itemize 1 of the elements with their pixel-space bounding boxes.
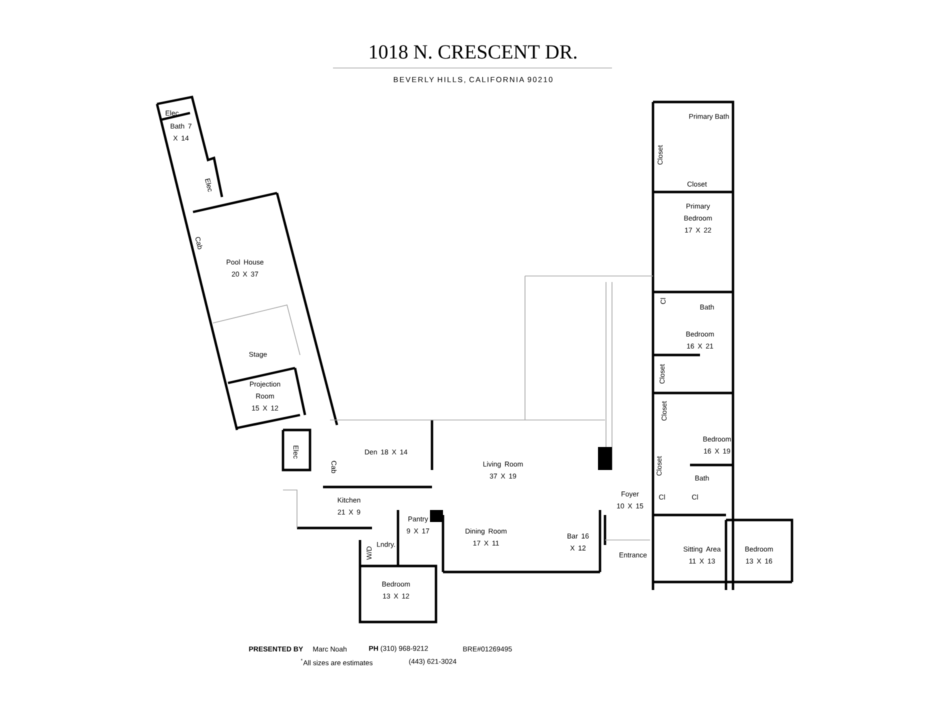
title: 1018 N. CRESCENT DR. bbox=[370, 45, 576, 59]
